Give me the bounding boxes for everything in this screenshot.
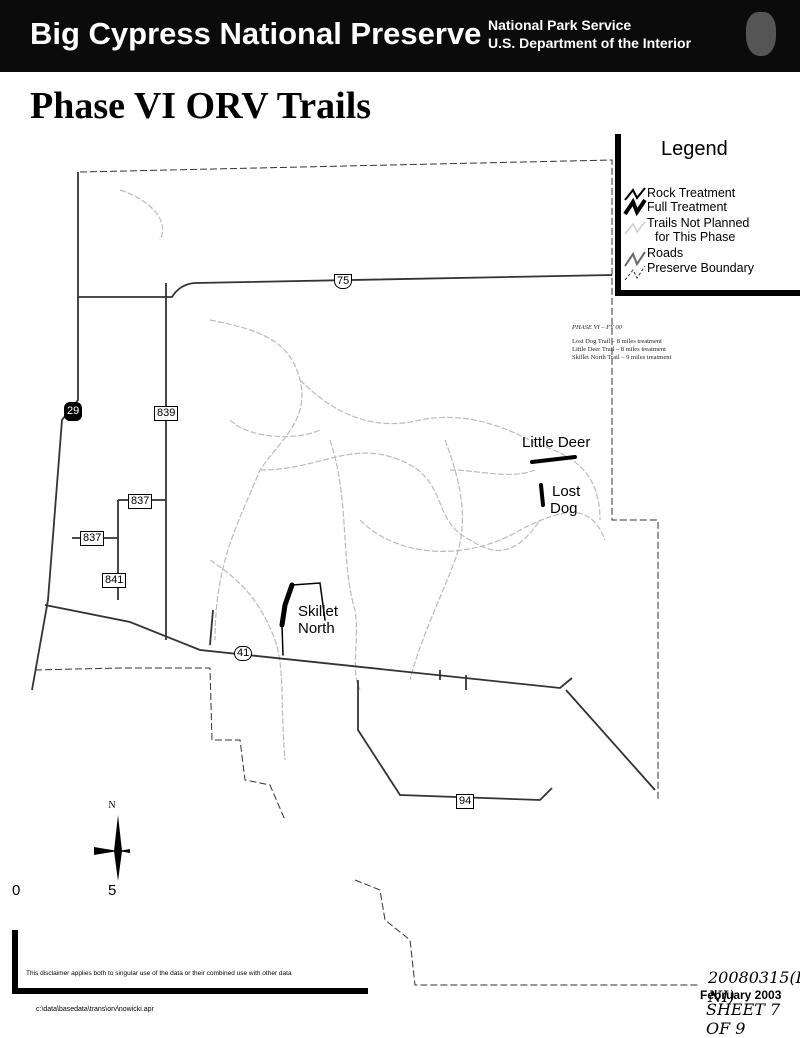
label-little-deer: Little Deer: [522, 434, 591, 451]
legend-symbols-icon: [623, 187, 647, 280]
shield-cr837b: 837: [80, 531, 105, 546]
roads: [31, 172, 656, 801]
shield-i75: 75: [334, 274, 353, 289]
legend-title: Legend: [661, 138, 728, 160]
preserve-boundary: [34, 159, 700, 986]
legend-trails-not-planned: Trails Not Planned: [647, 216, 750, 230]
legend: Legend Rock Treatment Full Treatment Tra…: [615, 134, 800, 296]
page-title: Phase VI ORV Trails: [30, 85, 372, 127]
agency-block: National Park Service U.S. Department of…: [488, 16, 691, 52]
road-us41: [44, 604, 573, 689]
handwritten-code: 20080315(IT-NI): [708, 968, 800, 1006]
scale-start: 0: [12, 882, 21, 899]
label-skillet-2: North: [298, 620, 335, 637]
legend-rock-treatment: Rock Treatment: [647, 186, 736, 200]
legend-preserve-boundary: Preserve Boundary: [647, 261, 755, 275]
header-title: Big Cypress National Preserve: [30, 16, 482, 51]
agency-line-2: U.S. Department of the Interior: [488, 35, 692, 51]
phase-note-line: Lost Dog Trail – 8 miles treatment: [572, 338, 662, 345]
shield-cr837a: 837: [128, 494, 153, 509]
phase-note-line: Little Deer Trail – 8 miles treatment: [572, 346, 666, 353]
full-treatment-trails: [279, 455, 577, 656]
shield-sr29: 29: [64, 402, 83, 421]
nps-logo-icon: [746, 12, 776, 56]
compass-rose-icon: [94, 815, 130, 881]
phase-note-heading: PHASE VI – FY 00: [572, 324, 622, 331]
disclaimer-box: This disclaimer applies both to singular…: [12, 930, 368, 994]
road-sr94: [357, 680, 553, 801]
disclaimer-text: This disclaimer applies both to singular…: [26, 970, 292, 977]
legend-roads: Roads: [647, 246, 684, 260]
road-connector: [565, 689, 656, 791]
shield-sr94: 94: [456, 794, 475, 809]
trail-lost-dog: [539, 483, 545, 507]
trails-not-planned: [119, 189, 606, 761]
phase-note-line: Skillet North Trail – 9 miles treatment: [572, 354, 672, 361]
shield-cr841: 841: [102, 573, 127, 588]
road-spurs: [209, 609, 467, 690]
road-i75: [78, 274, 613, 298]
map-date: February 2003: [700, 988, 782, 1002]
road-sr29: [31, 172, 79, 691]
shield-cr839: 839: [154, 406, 179, 421]
label-skillet-1: Skillet: [298, 603, 339, 620]
file-path: c:\data\basedata\trans\orv\nowicki.apr: [36, 1006, 154, 1013]
trail-little-deer: [530, 455, 577, 464]
scale-end: 5: [108, 882, 117, 899]
header-bar: Big Cypress National Preserve National P…: [0, 0, 800, 72]
agency-line-1: National Park Service: [488, 17, 632, 33]
trail-skillet-north-rock: [281, 582, 326, 656]
legend-full-treatment: Full Treatment: [647, 200, 727, 214]
label-lost-dog-1: Lost: [552, 483, 581, 500]
trail-skillet-north: [279, 582, 295, 628]
sheet-number: SHEET 7 OF 9: [706, 1000, 781, 1038]
phase-note: PHASE VI – FY 00 Lost Dog Trail – 8 mile…: [572, 324, 671, 362]
shield-us41: 41: [234, 646, 253, 661]
legend-trails-not-planned-2: for This Phase: [655, 230, 736, 244]
label-lost-dog-2: Dog: [550, 500, 578, 517]
north-arrow: N: [92, 800, 132, 886]
north-label: N: [108, 800, 116, 811]
